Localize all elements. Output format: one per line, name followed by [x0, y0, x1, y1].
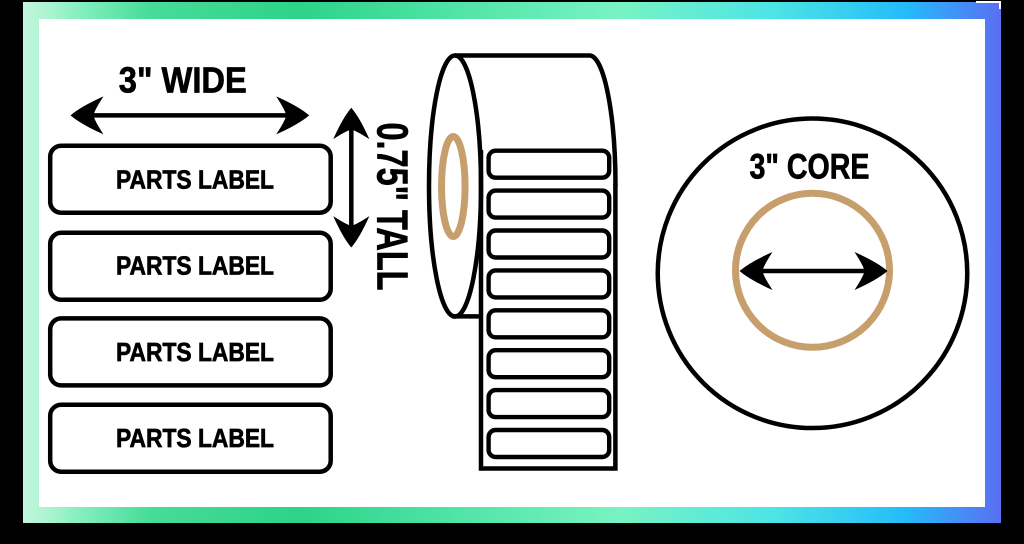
svg-text:0.75" TALL: 0.75" TALL — [367, 123, 416, 291]
svg-text:PARTS LABEL: PARTS LABEL — [116, 423, 274, 453]
svg-text:3" WIDE: 3" WIDE — [119, 60, 247, 101]
svg-text:PARTS LABEL: PARTS LABEL — [116, 164, 274, 194]
svg-text:PARTS LABEL: PARTS LABEL — [116, 251, 274, 281]
svg-text:PARTS LABEL: PARTS LABEL — [116, 337, 274, 367]
svg-text:3" CORE: 3" CORE — [750, 147, 870, 186]
